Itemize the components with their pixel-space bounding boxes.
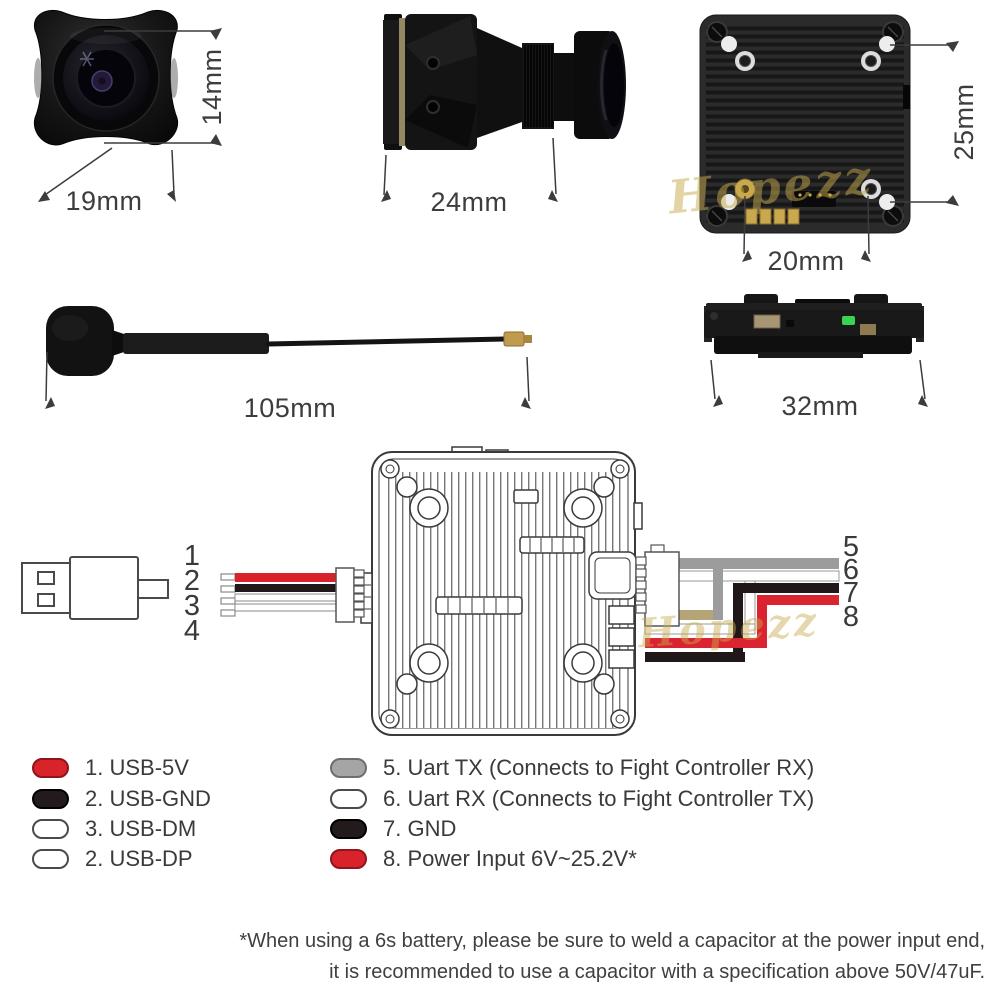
legend-label: 5. Uart TX (Connects to Fight Controller… <box>383 755 815 780</box>
dimension-label-vtx-side-width: 32mm <box>781 391 859 421</box>
camera-side-view <box>383 14 626 150</box>
legend-label: 1. USB-5V <box>85 755 189 780</box>
pin-number-5: 5 <box>842 531 860 563</box>
antenna-sleeve <box>123 333 269 354</box>
footnote-line-2: it is recommended to use a capacitor wit… <box>329 961 985 983</box>
usb-connector-drawing <box>21 556 169 620</box>
board-line-drawing <box>360 446 643 736</box>
capacitor-footnote: *When using a 6s battery, please be sure… <box>60 926 985 988</box>
wire-black <box>235 584 337 592</box>
uart-wire-harness <box>635 544 840 662</box>
pin-number-1: 1 <box>183 540 201 572</box>
pin-number-4: 4 <box>183 615 201 647</box>
pin-number-3: 3 <box>183 590 201 622</box>
legend-row-usb-dp: 2. USB-DP <box>32 848 193 870</box>
pin-number-7: 7 <box>842 577 860 609</box>
wire-white <box>678 570 840 582</box>
antenna <box>46 306 532 376</box>
camera-front-view <box>33 9 179 146</box>
usb-wire-harness <box>220 567 365 623</box>
dimension-label-antenna-length: 105mm <box>243 393 337 423</box>
legend-swatch <box>330 789 367 809</box>
antenna-cable <box>265 336 508 347</box>
legend-row-uart-tx: 5. Uart TX (Connects to Fight Controller… <box>330 757 814 779</box>
harness-connector <box>335 567 355 623</box>
dimension-label-camera-height: 14mm <box>197 48 227 126</box>
wire-red <box>235 573 337 582</box>
vtx-board-top-view <box>699 14 911 234</box>
legend-label: 2. USB-GND <box>85 786 211 811</box>
vtx-board-side-view <box>704 294 924 358</box>
mount-hole <box>426 100 440 114</box>
wire-white <box>644 623 756 635</box>
wire-gray <box>679 558 839 569</box>
wire-black <box>645 652 745 662</box>
connector-ladder <box>435 596 523 615</box>
pin-number-2: 2 <box>183 565 201 597</box>
legend-row-usb-dm: 3. USB-DM <box>32 818 196 840</box>
jst-connector <box>792 191 836 207</box>
wire-white <box>234 603 338 612</box>
dimension-label-vtx-holes: 20mm <box>767 246 845 276</box>
legend-swatch <box>330 819 367 839</box>
legend-row-uart-rx: 6. Uart RX (Connects to Fight Controller… <box>330 788 814 810</box>
dimension-label-camera-length: 24mm <box>430 187 508 217</box>
wire-red <box>645 638 767 648</box>
legend-label: 8. Power Input 6V~25.2V* <box>383 846 637 871</box>
legend-swatch <box>32 849 69 869</box>
status-led <box>842 316 855 325</box>
pcb-edge-stripe <box>399 18 405 146</box>
legend-label: 7. GND <box>383 816 457 841</box>
antenna-head <box>46 306 114 376</box>
legend-label: 2. USB-DP <box>85 846 193 871</box>
dimension-lines <box>38 28 959 409</box>
legend-row-power-input: 8. Power Input 6V~25.2V* <box>330 848 637 870</box>
dimension-label-vtx-height: 25mm <box>949 83 979 161</box>
lens-reflection <box>80 51 94 67</box>
lens-front <box>604 43 624 127</box>
legend-swatch <box>330 758 367 778</box>
legend-swatch <box>32 789 69 809</box>
legend-swatch <box>32 819 69 839</box>
legend-swatch <box>330 849 367 869</box>
wire-white <box>234 593 338 602</box>
side-pinch-highlight <box>34 58 42 98</box>
pin-number-8: 8 <box>842 601 860 633</box>
legend-swatch <box>32 758 69 778</box>
legend-row-usb-5v: 1. USB-5V <box>32 757 189 779</box>
legend-label: 6. Uart RX (Connects to Fight Controller… <box>383 786 815 811</box>
legend-row-usb-gnd: 2. USB-GND <box>32 788 211 810</box>
harness-connector <box>644 551 680 627</box>
pin-number-6: 6 <box>842 554 860 586</box>
footnote-line-1: *When using a 6s battery, please be sure… <box>239 930 985 952</box>
dimension-label-camera-width: 19mm <box>65 186 143 216</box>
legend-label: 3. USB-DM <box>85 816 197 841</box>
solder-pads <box>745 208 800 225</box>
side-pinch-highlight <box>170 58 178 98</box>
wire-khaki <box>645 610 723 620</box>
ufl-connector <box>503 331 525 347</box>
legend-row-gnd: 7. GND <box>330 818 456 840</box>
board-connector <box>753 314 781 329</box>
mount-hole <box>426 56 440 70</box>
